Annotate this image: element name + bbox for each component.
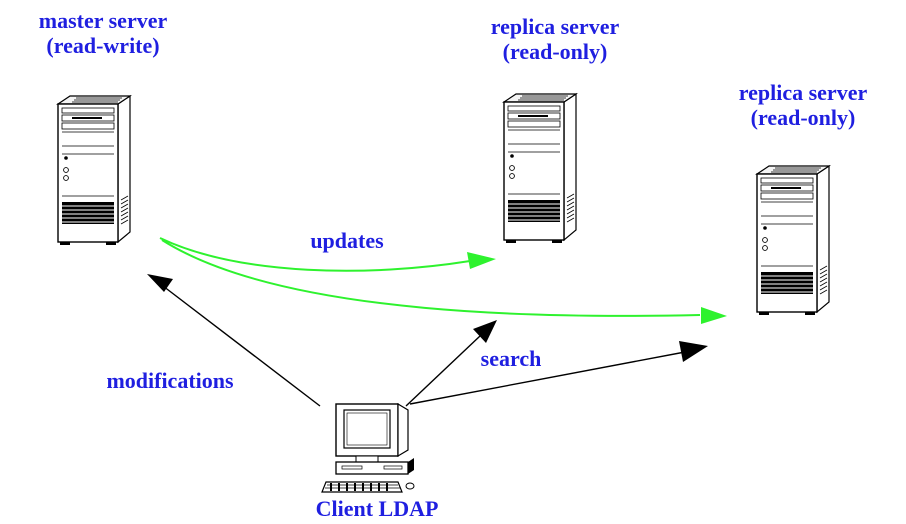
client-workstation-icon [321,403,415,493]
replica2-server-title: replica server [738,80,868,105]
updates-arrowhead-replica1 [467,252,496,269]
search-arrowhead-replica2 [679,341,708,362]
updates-arrow-to-replica2 [161,239,701,317]
updates-label: updates [310,228,384,253]
modifications-arrow [162,285,321,407]
updates-arrowhead-replica2 [701,307,727,324]
search-arrow-to-replica1 [405,335,481,407]
replica1-server-mode: (read-only) [502,39,608,64]
replica2-server-label: replica server (read-only) [700,80,906,130]
replica2-server-icon [756,165,830,316]
updates-arrow-to-replica1 [159,237,471,272]
replica1-server-icon [503,93,577,244]
client-label: Client LDAP [315,496,439,521]
replica1-server-title: replica server [490,14,620,39]
replica1-server-label: replica server (read-only) [452,14,658,64]
master-server-mode: (read-write) [46,33,160,58]
search-label: search [480,346,542,371]
master-server-icon [57,95,131,246]
replica2-server-mode: (read-only) [750,105,856,130]
modifications-arrowhead [147,274,173,292]
modifications-label: modifications [106,368,234,393]
master-server-label: master server (read-write) [0,8,206,58]
search-arrow-to-replica2 [409,351,686,405]
search-arrowhead-replica1 [473,320,497,343]
master-server-title: master server [38,8,168,33]
